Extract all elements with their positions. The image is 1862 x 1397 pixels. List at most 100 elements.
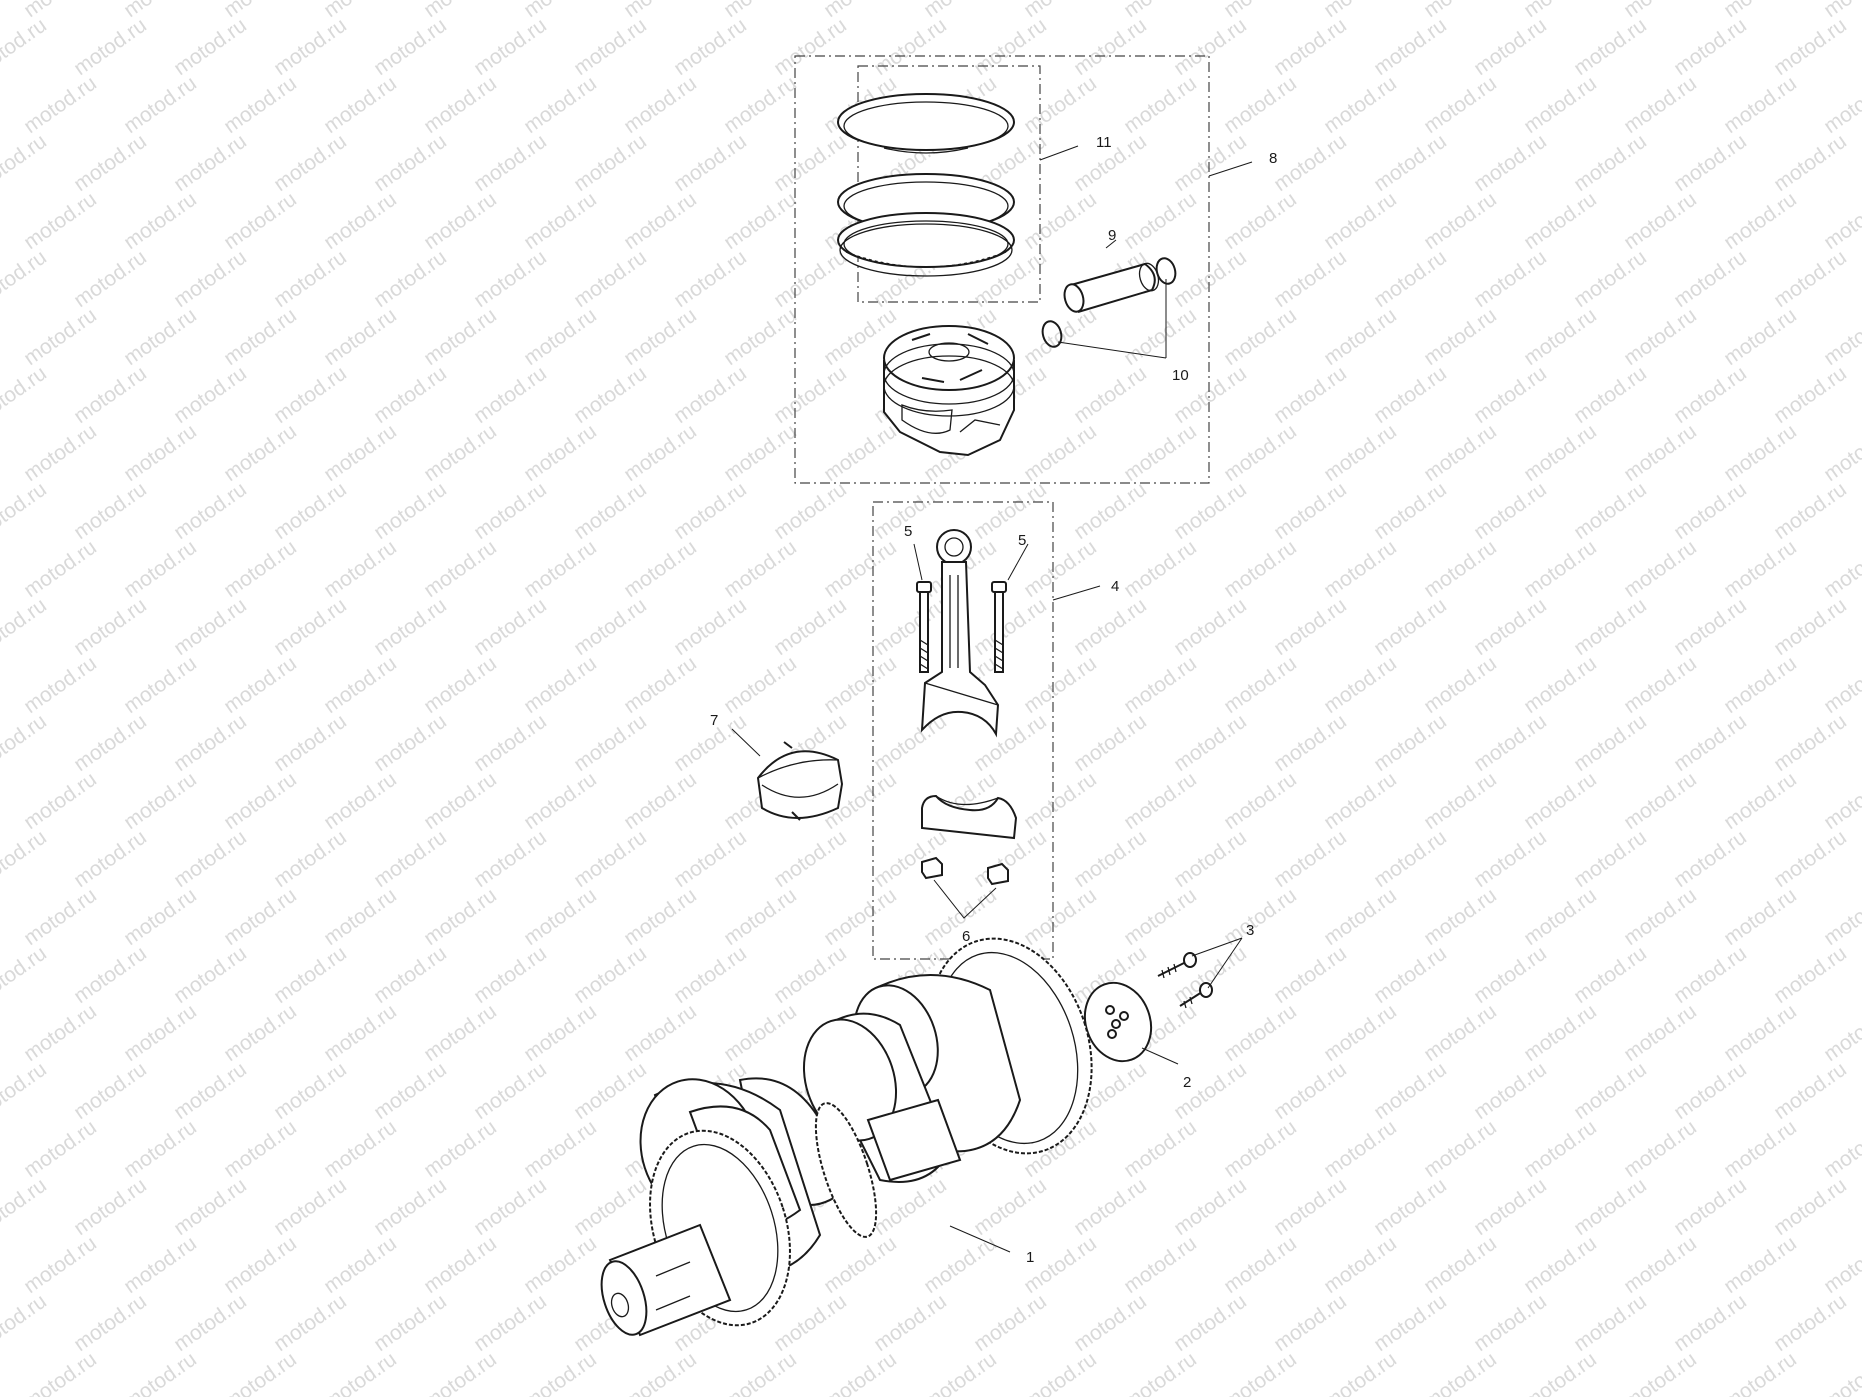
watermark-text: motod.ru bbox=[570, 710, 651, 776]
watermark-text: motod.ru bbox=[1570, 710, 1651, 776]
watermark-text: motod.ru bbox=[370, 362, 451, 428]
watermark-text: motod.ru bbox=[220, 420, 301, 486]
watermark-text: motod.ru bbox=[1270, 1058, 1351, 1124]
watermark-text: motod.ru bbox=[470, 942, 551, 1008]
watermark-text: motod.ru bbox=[1720, 652, 1801, 718]
watermark-text: motod.ru bbox=[420, 72, 501, 138]
watermark-text: motod.ru bbox=[820, 1232, 901, 1298]
watermark-text: motod.ru bbox=[720, 652, 801, 718]
watermark-text: motod.ru bbox=[0, 942, 51, 1008]
watermark-text: motod.ru bbox=[1070, 1174, 1151, 1240]
watermark-text: motod.ru bbox=[270, 1058, 351, 1124]
callout-gudgeon-pin: 9 bbox=[1108, 227, 1116, 244]
watermark-text: motod.ru bbox=[20, 420, 101, 486]
watermark-text: motod.ru bbox=[120, 652, 201, 718]
watermark-text: motod.ru bbox=[20, 72, 101, 138]
watermark-text: motod.ru bbox=[220, 304, 301, 370]
watermark-text: motod.ru bbox=[1220, 1348, 1301, 1397]
watermark-text: motod.ru bbox=[570, 826, 651, 892]
gudgeon-pin bbox=[1063, 262, 1160, 313]
watermark-text: motod.ru bbox=[1820, 72, 1862, 138]
watermark-text: motod.ru bbox=[1820, 536, 1862, 602]
watermark-text: motod.ru bbox=[620, 420, 701, 486]
watermark-text: motod.ru bbox=[1470, 710, 1551, 776]
watermark-text: motod.ru bbox=[520, 536, 601, 602]
watermark-text: motod.ru bbox=[470, 826, 551, 892]
watermark-text: motod.ru bbox=[1770, 478, 1851, 544]
watermark-text: motod.ru bbox=[1320, 188, 1401, 254]
watermark-text: motod.ru bbox=[1820, 1000, 1862, 1066]
watermark-text: motod.ru bbox=[1420, 536, 1501, 602]
watermark-text: motod.ru bbox=[1570, 1174, 1651, 1240]
watermark-text: motod.ru bbox=[1620, 420, 1701, 486]
watermark-text: motod.ru bbox=[470, 1174, 551, 1240]
watermark-text: motod.ru bbox=[520, 1116, 601, 1182]
watermark-text: motod.ru bbox=[20, 1232, 101, 1298]
watermark-text: motod.ru bbox=[770, 14, 851, 80]
watermark-text: motod.ru bbox=[770, 130, 851, 196]
watermark-text: motod.ru bbox=[1720, 420, 1801, 486]
watermark-text: motod.ru bbox=[1770, 710, 1851, 776]
watermark-text: motod.ru bbox=[1320, 652, 1401, 718]
watermark-text: motod.ru bbox=[1820, 420, 1862, 486]
watermark-text: motod.ru bbox=[720, 304, 801, 370]
watermark-text: motod.ru bbox=[1020, 1348, 1101, 1397]
watermark-text: motod.ru bbox=[1470, 1290, 1551, 1356]
callout-piston-assembly: 8 bbox=[1269, 150, 1277, 167]
watermark-text: motod.ru bbox=[1270, 362, 1351, 428]
watermark-text: motod.ru bbox=[1170, 710, 1251, 776]
watermark-text: motod.ru bbox=[1470, 478, 1551, 544]
watermark-text: motod.ru bbox=[1720, 884, 1801, 950]
watermark-text: motod.ru bbox=[470, 14, 551, 80]
watermark-text: motod.ru bbox=[1020, 768, 1101, 834]
watermark-text: motod.ru bbox=[1620, 652, 1701, 718]
watermark-text: motod.ru bbox=[1570, 1290, 1651, 1356]
watermark-text: motod.ru bbox=[270, 362, 351, 428]
watermark-text: motod.ru bbox=[1370, 1290, 1451, 1356]
watermark-text: motod.ru bbox=[870, 826, 951, 892]
watermark-text: motod.ru bbox=[1370, 14, 1451, 80]
watermark-text: motod.ru bbox=[420, 536, 501, 602]
watermark-text: motod.ru bbox=[520, 72, 601, 138]
connecting-rod bbox=[920, 529, 1000, 738]
watermark-text: motod.ru bbox=[0, 536, 1, 602]
piston-ring-set-frame bbox=[857, 65, 1041, 303]
rod-bolt-left bbox=[916, 581, 932, 673]
watermark-text: motod.ru bbox=[0, 594, 51, 660]
watermark-text: motod.ru bbox=[1370, 594, 1451, 660]
watermark-text: motod.ru bbox=[370, 594, 451, 660]
watermark-text: motod.ru bbox=[920, 1232, 1001, 1298]
crankshaft bbox=[600, 937, 1093, 1337]
watermark-text: motod.ru bbox=[470, 710, 551, 776]
watermark-text: motod.ru bbox=[120, 304, 201, 370]
watermark-text: motod.ru bbox=[1520, 1116, 1601, 1182]
watermark-text: motod.ru bbox=[0, 652, 1, 718]
leader-lines bbox=[731, 145, 1253, 1253]
watermark-text: motod.ru bbox=[570, 362, 651, 428]
watermark-text: motod.ru bbox=[720, 1348, 801, 1397]
watermark-text: motod.ru bbox=[270, 1174, 351, 1240]
watermark-text: motod.ru bbox=[70, 1058, 151, 1124]
watermark-text: motod.ru bbox=[770, 594, 851, 660]
watermark-text: motod.ru bbox=[320, 1116, 401, 1182]
watermark-text: motod.ru bbox=[420, 420, 501, 486]
watermark-text: motod.ru bbox=[670, 14, 751, 80]
watermark-text: motod.ru bbox=[420, 1116, 501, 1182]
watermark-text: motod.ru bbox=[1520, 72, 1601, 138]
watermark-text: motod.ru bbox=[320, 768, 401, 834]
watermark-text: motod.ru bbox=[1270, 130, 1351, 196]
watermark-text: motod.ru bbox=[570, 130, 651, 196]
watermark-text: motod.ru bbox=[1770, 594, 1851, 660]
callout-labels: 1 2 3 4 5 5 6 7 8 9 10 11 bbox=[710, 134, 1277, 1266]
thrust-washer bbox=[1083, 981, 1153, 1063]
watermark-text: motod.ru bbox=[1620, 536, 1701, 602]
watermark-text: motod.ru bbox=[1370, 1174, 1451, 1240]
watermark-text: motod.ru bbox=[420, 1232, 501, 1298]
watermark-text: motod.ru bbox=[0, 188, 1, 254]
watermark-text: motod.ru bbox=[270, 14, 351, 80]
watermark-text: motod.ru bbox=[1570, 362, 1651, 428]
watermark-text: motod.ru bbox=[1120, 768, 1201, 834]
watermark-text: motod.ru bbox=[320, 884, 401, 950]
watermark-text: motod.ru bbox=[1570, 594, 1651, 660]
watermark-text: motod.ru bbox=[1470, 246, 1551, 312]
